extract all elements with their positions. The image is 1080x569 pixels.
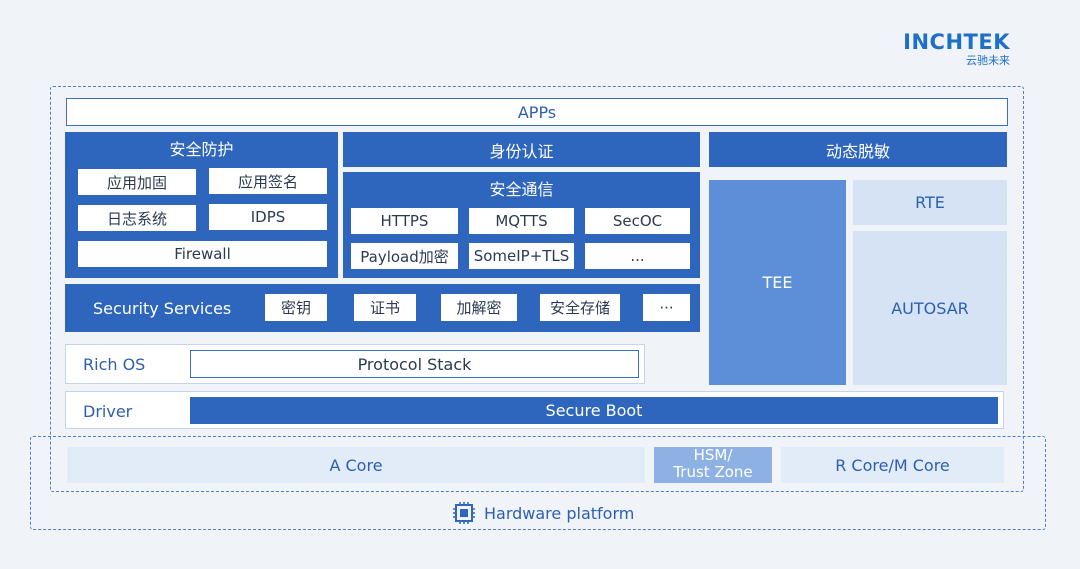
logo-brand: INCHTEK (903, 30, 1010, 54)
chip-secoc: SecOC (585, 208, 690, 234)
identity-auth-block: 身份认证 (343, 132, 700, 167)
a-core-block: A Core (67, 447, 645, 483)
security-services-title: Security Services (93, 298, 232, 318)
chip-firewall: Firewall (78, 241, 327, 267)
hsm-block: HSM/ Trust Zone (654, 447, 772, 483)
chip-mqtts: MQTTS (469, 208, 574, 234)
r-core-block: R Core/M Core (781, 447, 1004, 483)
chip-services-more: ··· (643, 294, 690, 321)
software-frame (50, 86, 1024, 492)
chip-key: 密钥 (265, 294, 327, 321)
security-protection-block: 安全防护 应用加固 应用签名 日志系统 IDPS Firewall (65, 132, 338, 278)
rte-block: RTE (853, 180, 1007, 225)
secure-comm-block: 安全通信 HTTPS MQTTS SecOC Payload加密 SomeIP+… (343, 172, 700, 278)
security-services-block: Security Services 密钥 证书 加解密 安全存储 ··· (65, 284, 700, 332)
chip-icon (453, 502, 475, 524)
security-protection-title: 安全防护 (169, 140, 234, 159)
logo-subtitle: 云驰未来 (966, 54, 1010, 67)
hardware-platform-label: Hardware platform (484, 503, 635, 523)
chip-more: ... (585, 243, 690, 269)
hsm-line2: Trust Zone (673, 463, 753, 481)
chip-app-hardening: 应用加固 (78, 169, 196, 195)
hsm-line1: HSM/ (693, 446, 733, 464)
tee-block: TEE (709, 180, 846, 385)
hardware-platform-caption: Hardware platform (452, 500, 652, 526)
chip-someip-tls: SomeIP+TLS (469, 243, 574, 269)
logo: INCHTEK 云驰未来 (884, 30, 1010, 70)
chip-https: HTTPS (351, 208, 458, 234)
protocol-stack: Protocol Stack (190, 350, 639, 378)
chip-encrypt-decrypt: 加解密 (441, 294, 517, 321)
chip-app-signature: 应用签名 (209, 168, 327, 194)
chip-idps: IDPS (209, 204, 327, 230)
hardware-frame (30, 436, 1046, 530)
autosar-block: AUTOSAR (853, 231, 1007, 385)
chip-certificate: 证书 (354, 294, 416, 321)
chip-log-system: 日志系统 (78, 205, 196, 231)
driver-label: Driver (83, 401, 133, 421)
secure-boot: Secure Boot (190, 397, 998, 424)
chip-payload-encryption: Payload加密 (351, 243, 458, 269)
desensitization-block: 动态脱敏 (709, 132, 1007, 167)
rich-os-row: Rich OS Protocol Stack (65, 344, 645, 384)
apps-layer: APPs (66, 98, 1008, 126)
secure-comm-title: 安全通信 (489, 180, 554, 199)
chip-secure-storage: 安全存储 (540, 294, 620, 321)
driver-row: Driver Secure Boot (65, 391, 1004, 429)
rich-os-label: Rich OS (83, 354, 146, 374)
